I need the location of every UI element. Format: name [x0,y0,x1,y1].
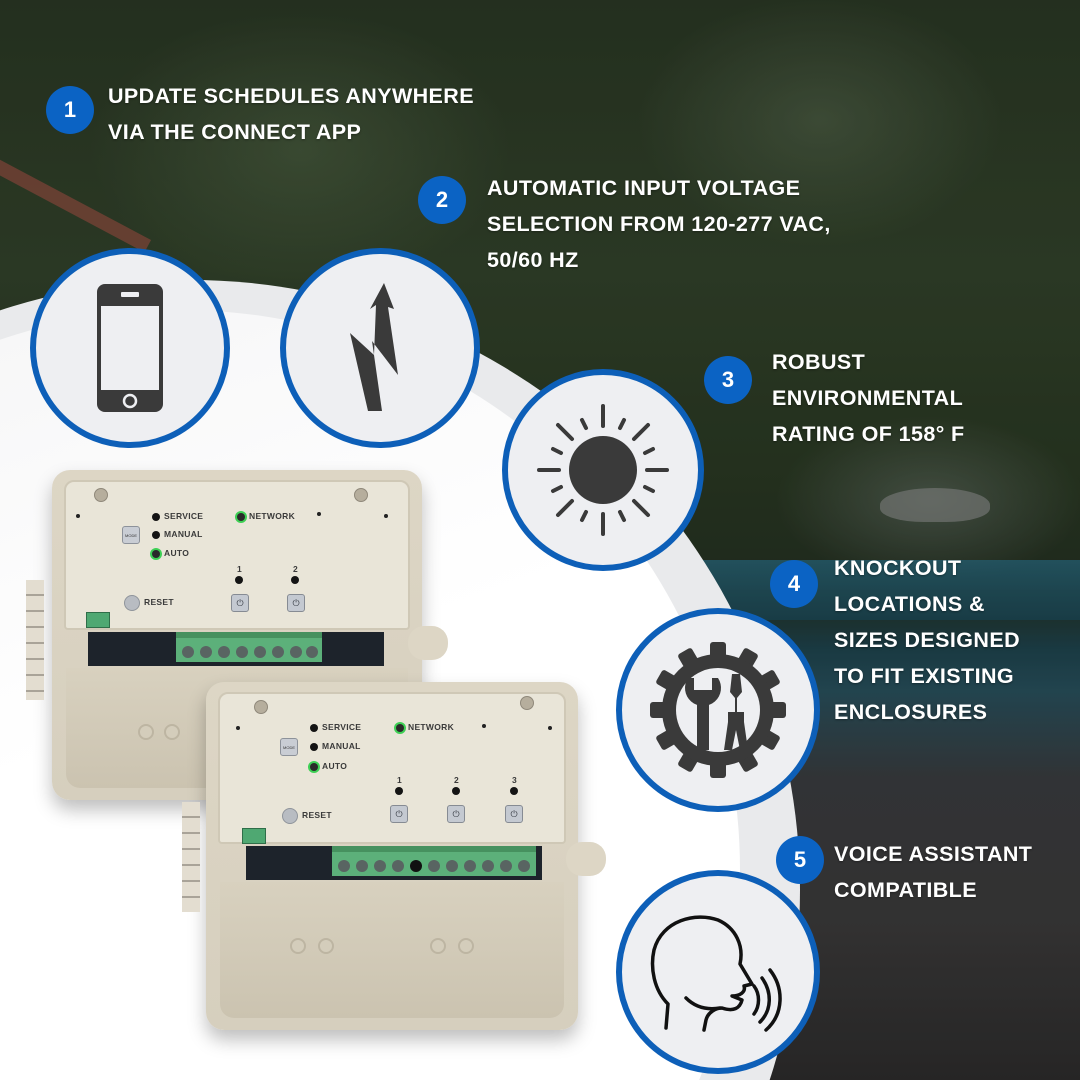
channel-1-label: 1 [397,775,403,785]
channel-2-led [452,787,460,795]
network-label: NETWORK [249,511,296,521]
mounting-tab [408,626,448,660]
mode-button[interactable]: MODE [280,738,298,756]
terminal-block [176,632,322,662]
channel-2-power-button[interactable]: ⏻ [447,805,465,823]
feature-1-badge: 1 [46,86,94,134]
feature-2-number: 2 [435,187,449,212]
feature-3-line-3: RATING OF 158° F [772,422,965,446]
power-connector [86,612,110,628]
feature-4-line-2: LOCATIONS & [834,592,985,616]
lid-screw [254,700,268,714]
channel-3-label: 3 [512,775,518,785]
service-led [310,724,318,732]
manual-label: MANUAL [164,529,203,539]
channel-1-label: 1 [237,564,243,574]
terminal-block [332,846,536,876]
background-fountain [880,488,990,522]
reset-label: RESET [144,597,174,607]
feature-1-text: UPDATE SCHEDULES ANYWHERE VIA THE CONNEC… [108,78,474,150]
lid-screw [520,696,534,710]
feature-2-line-1: AUTOMATIC INPUT VOLTAGE [487,176,801,200]
reset-label: RESET [302,810,332,820]
channel-3-led [510,787,518,795]
reset-button[interactable] [124,595,140,611]
reset-button[interactable] [282,808,298,824]
feature-5-badge: 5 [776,836,824,884]
lid-screw [354,488,368,502]
channel-1-power-button[interactable]: ⏻ [231,594,249,612]
feature-4-line-5: ENCLOSURES [834,700,988,724]
feature-3-number: 3 [721,367,735,392]
feature-4-line-3: SIZES DESIGNED [834,628,1020,652]
feature-4-line-4: TO FIT EXISTING [834,664,1015,688]
feature-5-icon-circle [616,870,820,1074]
feature-4-line-1: KNOCKOUT [834,556,962,580]
service-led [152,513,160,521]
sun-icon [537,404,669,536]
feature-3-line-2: ENVIRONMENTAL [772,386,964,410]
feature-2-text: AUTOMATIC INPUT VOLTAGE SELECTION FROM 1… [487,170,831,278]
feature-3-icon-circle [502,369,704,571]
enclosure-basin [220,882,564,1018]
feature-5-text: VOICE ASSISTANT COMPATIBLE [834,836,1032,908]
feature-3-badge: 3 [704,356,752,404]
service-label: SERVICE [322,722,362,732]
auto-label: AUTO [164,548,190,558]
auto-led [152,550,160,558]
smartphone-icon [97,284,163,412]
power-connector [242,828,266,844]
feature-2-badge: 2 [418,176,466,224]
feature-5-line-2: COMPATIBLE [834,878,977,902]
feature-2-icon-circle [280,248,480,448]
channel-2-label: 2 [293,564,299,574]
network-led [396,724,404,732]
feature-4-icon-circle [616,608,820,812]
lid-screw [94,488,108,502]
manual-led [152,531,160,539]
feature-1-line-1: UPDATE SCHEDULES ANYWHERE [108,84,474,108]
service-label: SERVICE [164,511,204,521]
manual-label: MANUAL [322,741,361,751]
feature-5-number: 5 [793,847,807,872]
network-led [237,513,245,521]
channel-1-power-button[interactable]: ⏻ [390,805,408,823]
feature-4-badge: 4 [770,560,818,608]
channel-1-led [395,787,403,795]
feature-5-line-1: VOICE ASSISTANT [834,842,1033,866]
din-clip [182,802,200,912]
feature-3-line-1: ROBUST [772,350,866,374]
feature-1-number: 1 [63,97,77,122]
speaking-head-icon [650,915,782,1032]
din-clip [26,580,44,700]
network-label: NETWORK [408,722,455,732]
gear-tools-icon [650,642,786,778]
channel-2-led [291,576,299,584]
controller-3-circuit: SERVICE MANUAL AUTO NETWORK MODE 1 ⏻ 2 ⏻… [182,682,606,1030]
mode-button[interactable]: MODE [122,526,140,544]
mounting-tab [566,842,606,876]
manual-led [310,743,318,751]
channel-2-label: 2 [454,775,460,785]
auto-label: AUTO [322,761,348,771]
feature-2-line-3: 50/60 HZ [487,248,579,272]
feature-4-text: KNOCKOUT LOCATIONS & SIZES DESIGNED TO F… [834,550,1020,730]
channel-3-power-button[interactable]: ⏻ [505,805,523,823]
feature-1-icon-circle [30,248,230,448]
feature-3-text: ROBUST ENVIRONMENTAL RATING OF 158° F [772,344,965,452]
auto-led [310,763,318,771]
feature-1-line-2: VIA THE CONNECT APP [108,120,362,144]
channel-2-power-button[interactable]: ⏻ [287,594,305,612]
feature-2-line-2: SELECTION FROM 120-277 VAC, [487,212,831,236]
feature-4-number: 4 [787,571,801,596]
channel-1-led [235,576,243,584]
lightning-bolt-icon [350,283,398,411]
